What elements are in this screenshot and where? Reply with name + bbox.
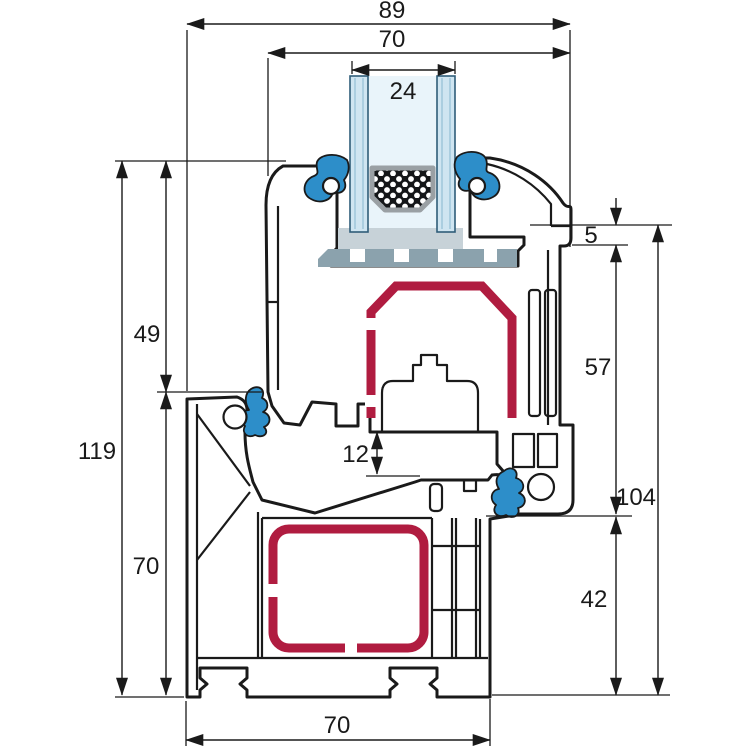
dim-sash-width-label: 70 [379,26,406,53]
glass-pane-right [436,75,456,233]
packer-slot-2 [394,249,409,262]
dimension-labels: 89 70 24 49 119 70 12 5 57 104 42 70 [78,0,656,739]
frame-bridge-notch [462,481,478,493]
packer-slot-1 [350,249,365,262]
sash-lower-chamber-1 [511,432,536,469]
dim-frame-height-label: 70 [133,553,160,580]
glazing-unit [318,75,517,267]
glazing-spacer [369,165,436,213]
dim-total-height-label: 119 [78,438,116,465]
packer-slot-3 [438,249,453,262]
extension-lines [115,30,672,746]
steel-gap-3 [267,584,279,597]
steel-gap-2 [365,395,376,407]
frame-web-diagonal-upper [196,413,251,487]
frame-bridge-slot [428,482,444,513]
frame-web-diagonal-lower [196,491,251,561]
steel-gaps [267,318,376,654]
dimension-lines [115,17,665,747]
sash-slim-chamber-2 [543,288,558,418]
glazing-packer-dark [318,249,517,267]
dim-step-label: 5 [584,222,597,249]
glass-pane-left [349,75,369,233]
sash-gasket-pocket-right-lower [526,472,556,502]
glass-pane-right-stripes [441,78,451,229]
sash-lower-chamber-2 [536,432,559,469]
dim-sash-face-label: 57 [585,354,612,381]
dim-frame-width-label: 70 [324,712,351,739]
dim-overall-width-label: 89 [379,0,406,24]
packer-slot-4 [484,249,497,262]
steel-gap-4 [345,642,357,654]
sash-top-right-inner-curve [486,162,553,226]
dim-glazing-label: 24 [390,78,417,105]
frame-gasket-left [240,386,271,438]
sash-gasket-pocket-right [467,176,487,196]
steel-gap-1 [365,318,376,330]
dim-frame-face-label: 42 [581,586,608,613]
gasket-pockets [222,176,556,502]
frame-gasket-pocket [222,404,248,430]
dim-overlap-label: 104 [616,484,656,511]
sash-gasket-right [453,151,501,201]
sash-center-rib [380,353,480,432]
dim-rebate-height-label: 49 [134,321,161,348]
sash-gasket-pocket-left [321,176,341,196]
glass-pane-left-stripes [354,78,364,229]
glazing-packer-light [338,228,463,249]
dim-gap-label: 12 [342,441,369,468]
sash-slim-chamber-1 [527,288,542,418]
sash-profile [264,156,575,516]
